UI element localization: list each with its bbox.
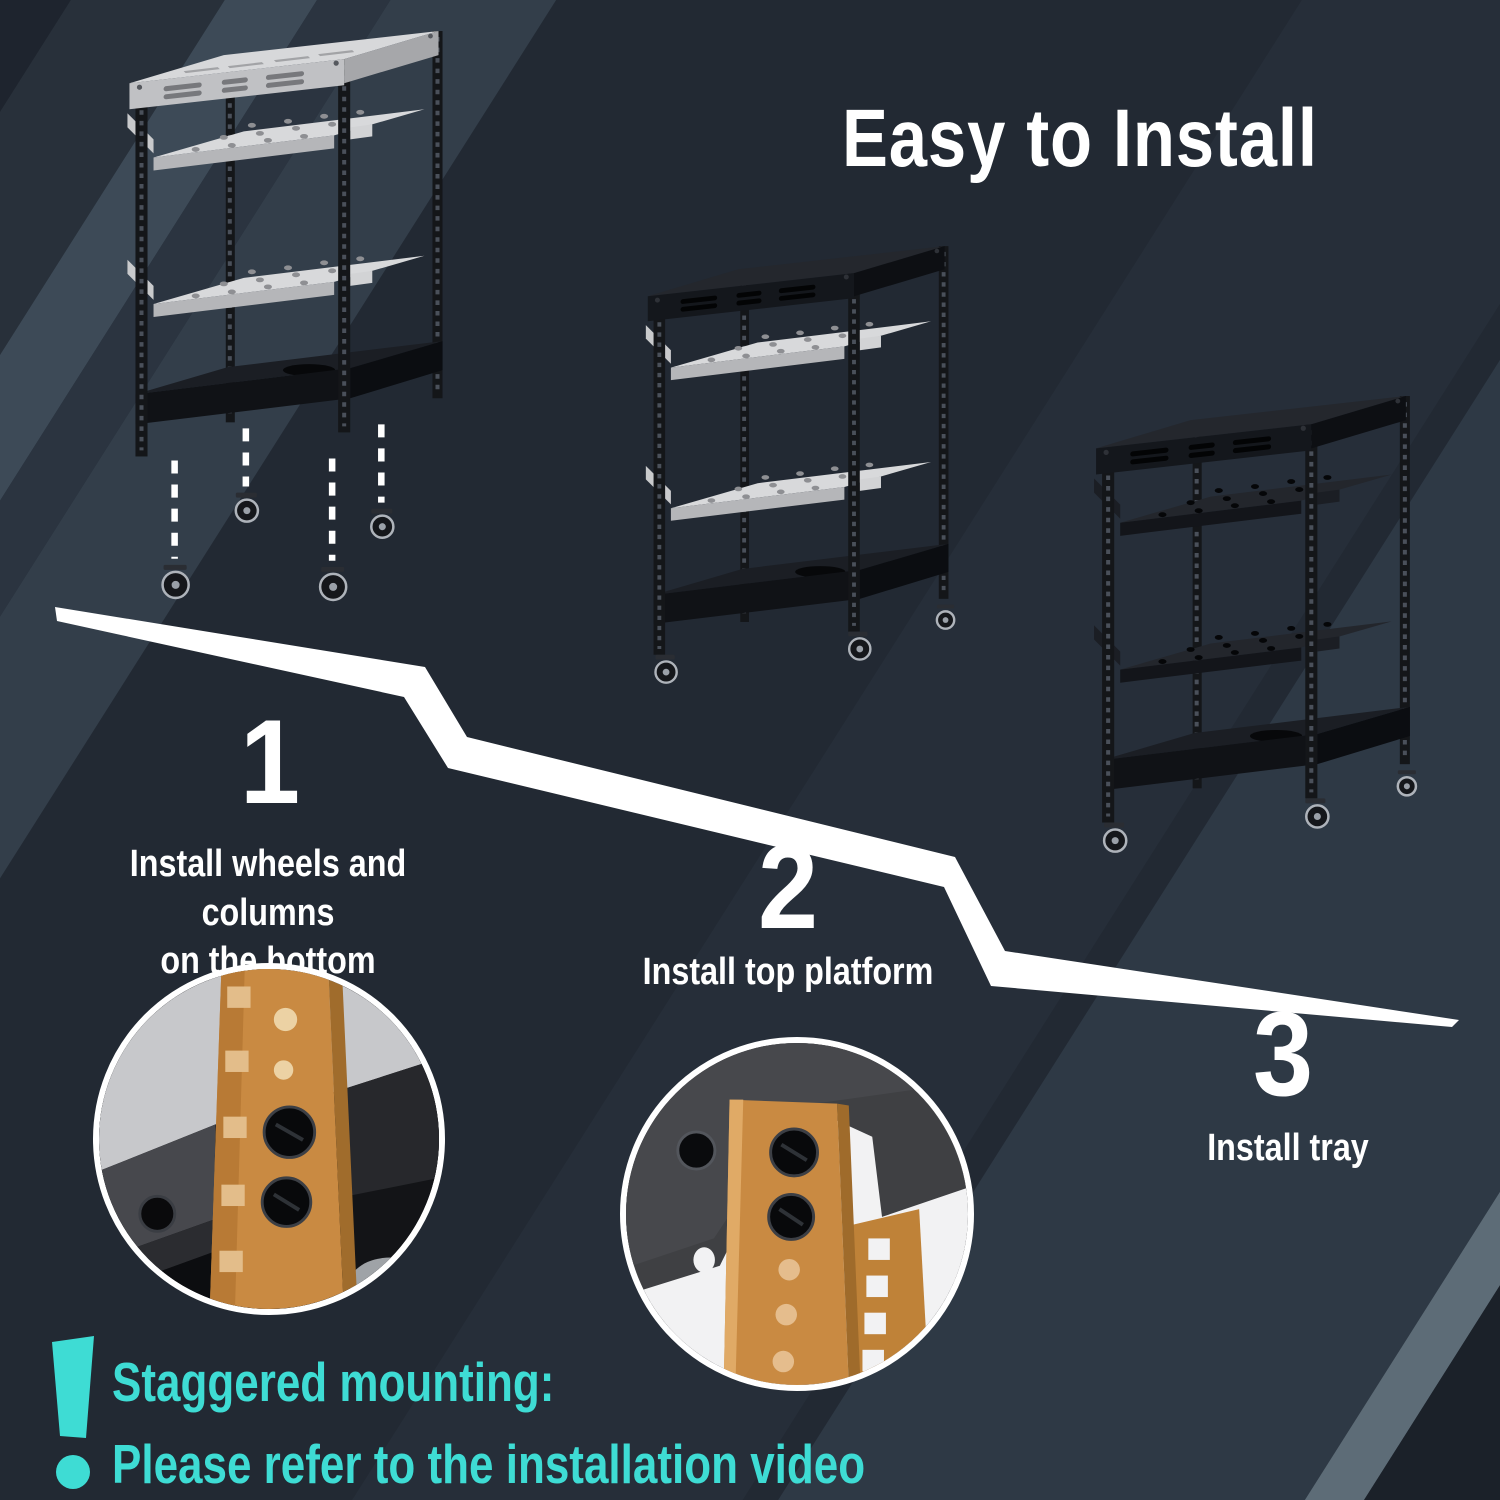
note-label: Staggered mounting: <box>112 1351 555 1413</box>
tray <box>645 462 932 521</box>
inset-photo-top-mount-closeup <box>620 1037 974 1391</box>
top-mount-closeup-graphic <box>626 1043 968 1385</box>
step-1-caption-line1: Install wheels and columns <box>129 843 407 934</box>
tray <box>127 255 425 317</box>
exclamation-icon <box>52 1336 94 1489</box>
step-1-number: 1 <box>239 695 301 829</box>
step-3-number: 3 <box>1252 987 1314 1121</box>
step-2-number: 2 <box>757 820 819 954</box>
rack-step3-illustration <box>1094 396 1418 853</box>
caster-wheels <box>1102 770 1418 853</box>
tray <box>127 109 425 171</box>
page-title: Easy to Install <box>842 93 1318 184</box>
step-3-caption: Install tray <box>1207 1127 1369 1169</box>
rack-step1-illustration <box>127 31 443 602</box>
inset-photo-bottom-mount-closeup <box>93 963 445 1315</box>
tray <box>1094 621 1392 683</box>
step-2-caption: Install top platform <box>642 951 934 993</box>
caster-wheels <box>161 492 395 602</box>
caster-wheels <box>654 604 956 684</box>
rack-step2-illustration <box>645 246 956 684</box>
note-text: Please refer to the installation video <box>112 1433 866 1495</box>
bottom-mount-closeup-graphic <box>99 969 439 1309</box>
tray <box>1094 474 1392 536</box>
tray <box>645 321 932 381</box>
caster-install-guides <box>171 424 385 561</box>
